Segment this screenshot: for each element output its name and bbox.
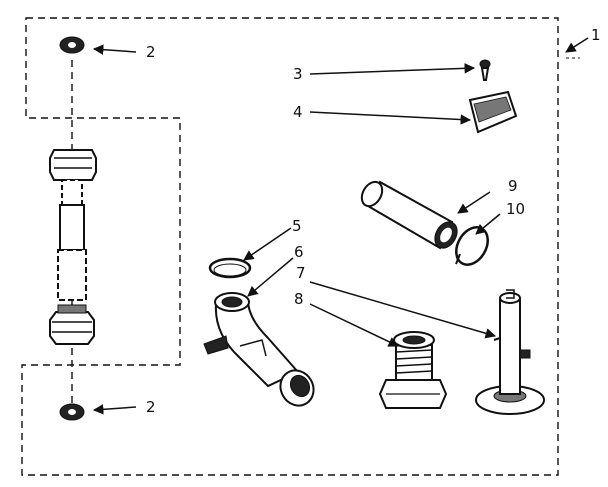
leader-lines [92,37,589,415]
callout-2-top: 2 [146,43,156,61]
callout-6: 6 [294,243,304,261]
leveling-foot-part [378,331,448,409]
washer-bottom-part [59,403,85,421]
washer-top-part [59,36,85,54]
callout-9: 9 [508,177,518,195]
callout-8: 8 [294,290,304,308]
hose-coupling-part [360,180,458,250]
callout-3: 3 [293,65,303,83]
callout-5: 5 [292,217,302,235]
callout-4: 4 [293,103,303,121]
fill-hose-part [49,149,97,345]
clamp-part [208,257,252,279]
drain-elbow-part [203,292,315,407]
callout-1: 1 [591,26,601,44]
screw-part [479,59,491,81]
callout-10: 10 [506,200,525,218]
foot-stud-part [475,289,545,415]
kit-boundary [21,17,559,476]
callout-2-bottom: 2 [146,398,156,416]
callout-7: 7 [296,264,306,282]
clip-part [468,90,518,134]
